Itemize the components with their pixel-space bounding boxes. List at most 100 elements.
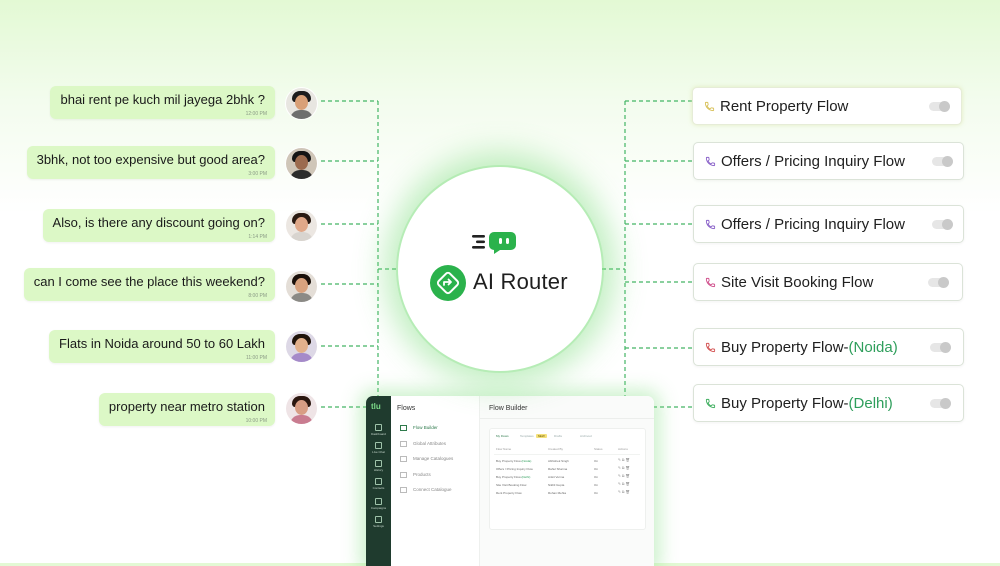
tab-drafts[interactable]: Drafts <box>554 434 563 438</box>
phone-icon <box>705 342 716 353</box>
chat-message-text: 3bhk, not too expensive but good area? <box>36 152 265 167</box>
flow-label: Offers / Pricing Inquiry Flow <box>721 216 905 233</box>
flow-card-rent-property[interactable]: Rent Property Flow <box>692 87 962 125</box>
app-logo: tlu <box>371 402 381 411</box>
flow-card-offers-pricing-2[interactable]: Offers / Pricing Inquiry Flow <box>693 205 964 243</box>
flow-toggle[interactable] <box>930 342 951 353</box>
phone-icon <box>705 277 716 288</box>
row-created-by: Nikhil Gupta <box>548 483 565 487</box>
row-status: On <box>594 483 599 487</box>
link-icon <box>400 487 407 493</box>
flow-toggle[interactable] <box>928 277 949 288</box>
row-action-icons[interactable]: ✎⧉🗑 <box>618 458 631 462</box>
flow-card-buy-delhi[interactable]: Buy Property Flow-(Delhi) <box>693 384 964 422</box>
app-sidebar: tlu Dashboard Live Chat History Contacts… <box>366 396 391 566</box>
phone-icon <box>705 156 716 167</box>
sidebar-item-campaigns[interactable]: Campaigns <box>369 498 388 510</box>
chat-bubble-6: property near metro station 10:00 PM <box>98 393 275 426</box>
chat-time: 11:00 PM <box>245 355 267 361</box>
table-row[interactable]: Site Visit Booking Flow <box>496 483 527 487</box>
menu-item-products[interactable]: Products <box>400 472 431 478</box>
row-status: On <box>594 459 599 463</box>
row-action-icons[interactable]: ✎⧉🗑 <box>618 466 631 470</box>
column-header: Actions <box>618 447 628 451</box>
sidebar-item-history[interactable]: History <box>369 460 388 472</box>
menu-item-flow-builder[interactable]: Flow Builder <box>400 425 438 431</box>
flows-menu: Flows Flow Builder Global Attributes Man… <box>391 396 480 566</box>
chat-time: 8:00 PM <box>248 293 267 299</box>
flow-card-site-visit[interactable]: Site Visit Booking Flow <box>693 263 963 301</box>
chat-bubble-3: Also, is there any discount going on? 1:… <box>42 209 275 242</box>
flow-label: Site Visit Booking Flow <box>721 274 874 291</box>
sidebar-item-dashboard[interactable]: Dashboard <box>369 424 388 436</box>
phone-icon <box>705 219 716 230</box>
menu-item-manage-catalogues[interactable]: Manage Catalogues <box>400 456 453 462</box>
flow-toggle[interactable] <box>930 398 951 409</box>
history-icon <box>375 460 382 467</box>
menu-title: Flows <box>397 405 416 412</box>
flow-label: Offers / Pricing Inquiry Flow <box>721 153 905 170</box>
chat-bubble-4: can I come see the place this weekend? 8… <box>23 268 275 301</box>
sidebar-item-settings[interactable]: Settings <box>369 516 388 528</box>
sidebar-item-contacts[interactable]: Contacts <box>369 478 388 490</box>
chat-message-text: bhai rent pe kuch mil jayega 2bhk ? <box>60 92 265 107</box>
row-action-icons[interactable]: ✎⧉🗑 <box>618 490 631 494</box>
divider <box>494 454 640 455</box>
tab-archived[interactable]: Archived <box>580 434 592 438</box>
row-created-by: Abhishek Singh <box>548 459 569 463</box>
avatar <box>286 88 317 119</box>
chat-time: 12:00 PM <box>245 111 267 117</box>
product-icon <box>400 472 407 478</box>
chat-time: 10:00 PM <box>245 418 267 424</box>
table-row[interactable]: Buy Property Flow-(Delhi) <box>496 475 531 479</box>
row-created-by: Ankit Verma <box>548 475 565 479</box>
gear-icon <box>375 516 382 523</box>
phone-icon <box>704 101 715 112</box>
chat-message-text: property near metro station <box>108 399 265 414</box>
menu-item-connect-catalogue[interactable]: Connect Catalogue <box>400 487 452 493</box>
avatar <box>286 271 317 302</box>
sidebar-item-live-chat[interactable]: Live Chat <box>369 442 388 454</box>
chat-icon <box>375 442 382 449</box>
ai-router-node: AI Router <box>398 167 602 371</box>
column-header: Flow Name <box>496 447 512 451</box>
tab-my-flows[interactable]: My Flows <box>496 434 509 438</box>
table-row[interactable]: Offers / Pricing Inquiry Flow <box>496 467 533 471</box>
row-action-icons[interactable]: ✎⧉🗑 <box>618 474 631 478</box>
chat-message-text: Flats in Noida around 50 to 60 Lakh <box>59 336 265 351</box>
row-status: On <box>594 475 599 479</box>
chat-time: 1:14 PM <box>248 234 267 240</box>
flow-card-buy-noida[interactable]: Buy Property Flow-(Noida) <box>693 328 964 366</box>
flow-toggle[interactable] <box>929 101 950 112</box>
avatar <box>286 331 317 362</box>
chat-time: 3:00 PM <box>248 171 267 177</box>
router-title: AI Router <box>473 269 568 294</box>
column-header: Created By <box>548 447 564 451</box>
flow-toggle[interactable] <box>932 156 953 167</box>
table-row[interactable]: Rent Property Flow <box>496 491 522 495</box>
column-header: Status <box>594 447 603 451</box>
chat-bubble-2: 3bhk, not too expensive but good area? 3… <box>26 146 275 179</box>
chat-message-text: can I come see the place this weekend? <box>33 274 265 289</box>
router-arrow-icon <box>430 265 466 301</box>
avatar <box>286 210 317 241</box>
flow-label: Buy Property Flow-(Delhi) <box>721 395 893 412</box>
row-action-icons[interactable]: ✎⧉🗑 <box>618 482 631 486</box>
table-row[interactable]: Buy Property Flow-(Noida) <box>496 459 532 463</box>
catalogue-icon <box>400 456 407 462</box>
avatar <box>286 393 317 424</box>
phone-icon <box>705 398 716 409</box>
menu-item-global-attributes[interactable]: Global Attributes <box>400 441 446 447</box>
row-status: On <box>594 467 599 471</box>
flow-toggle[interactable] <box>932 219 953 230</box>
flow-card-offers-pricing-1[interactable]: Offers / Pricing Inquiry Flow <box>693 142 964 180</box>
row-status: On <box>594 491 599 495</box>
contacts-icon <box>375 478 382 485</box>
divider <box>480 418 654 419</box>
flow-builder-window: tlu Dashboard Live Chat History Contacts… <box>366 396 654 566</box>
main-title: Flow Builder <box>489 405 528 412</box>
